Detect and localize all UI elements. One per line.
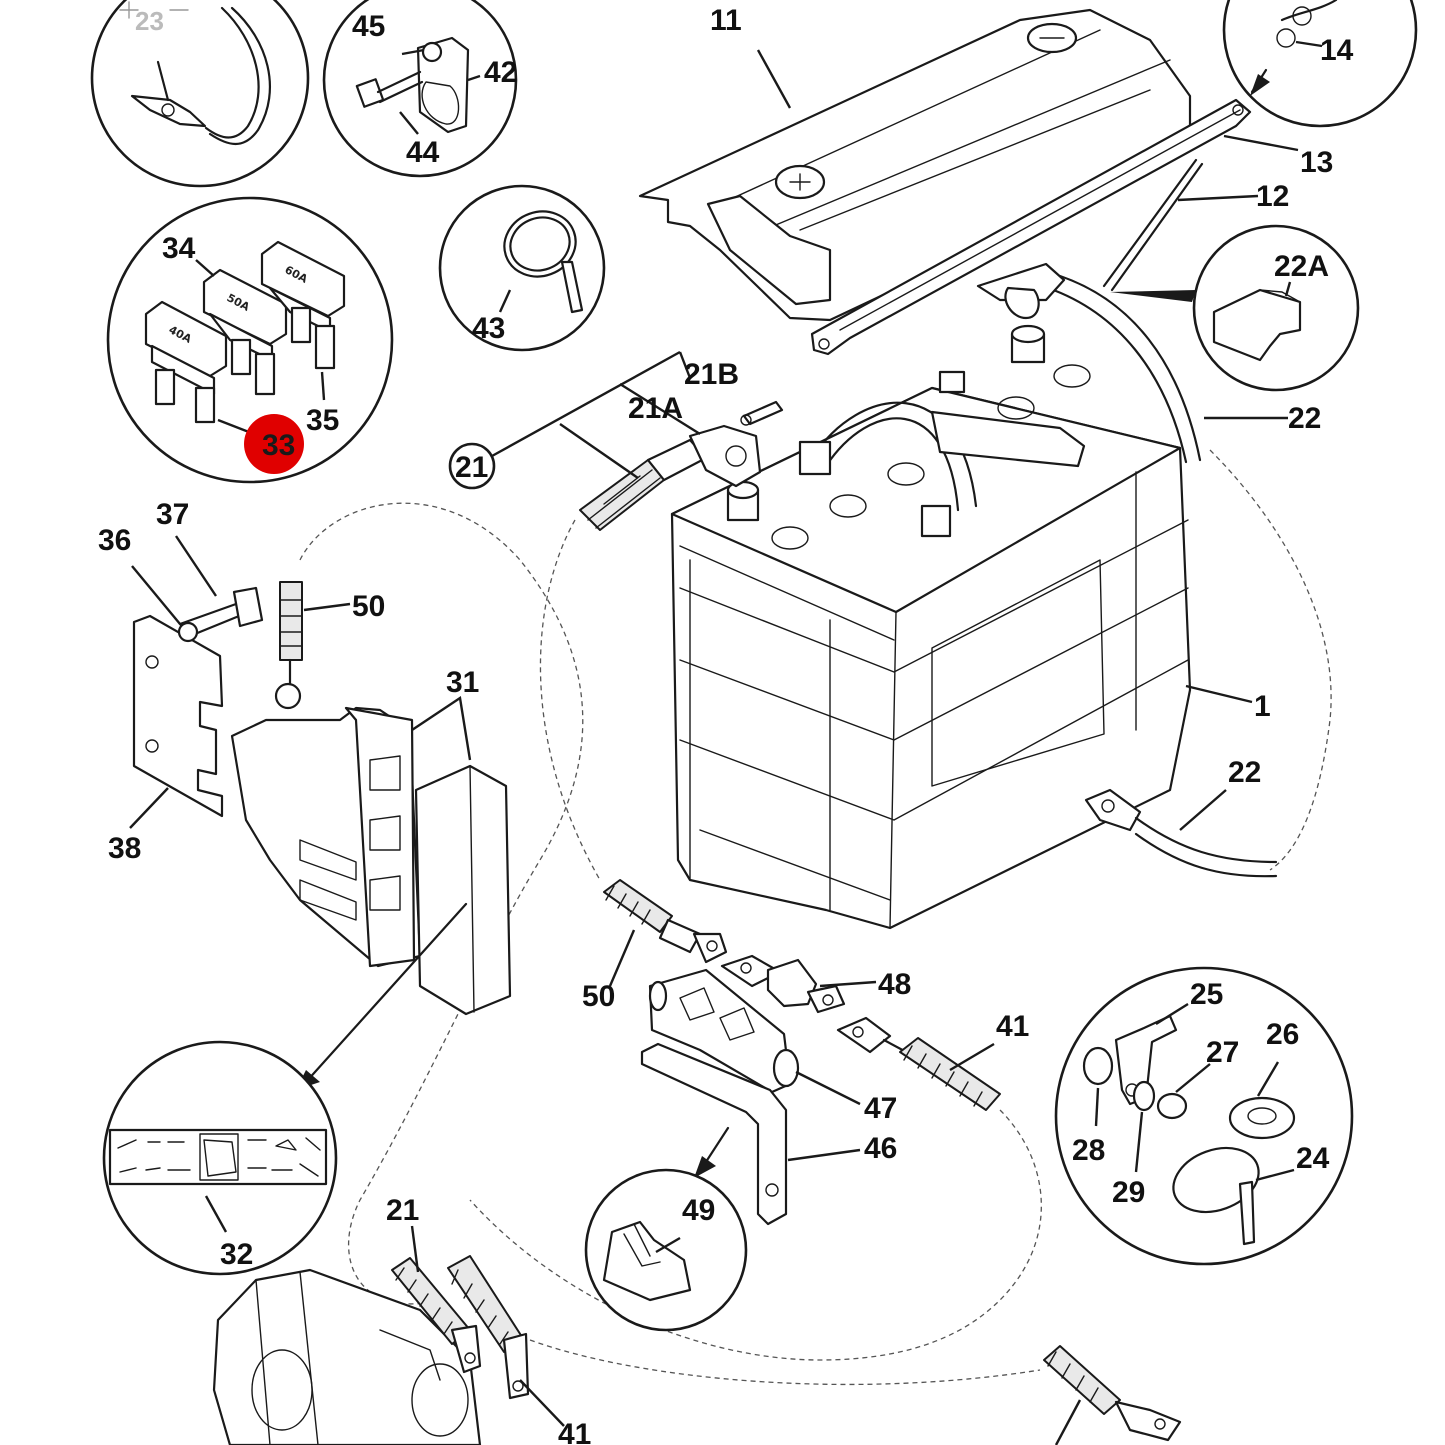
callout-27: 27 bbox=[1206, 1036, 1239, 1069]
cable-end-bottom-right bbox=[1043, 1345, 1182, 1445]
callout-21-bottom: 21 bbox=[386, 1194, 419, 1227]
cable-end-50-top: 50 bbox=[274, 581, 385, 710]
connector-47: 47 bbox=[648, 968, 897, 1125]
callout-21a: 21A bbox=[628, 392, 683, 425]
callout-46: 46 bbox=[864, 1132, 897, 1165]
callout-49: 49 bbox=[682, 1194, 715, 1227]
fuse-link-48: 48 bbox=[720, 954, 911, 1014]
callout-43: 43 bbox=[472, 312, 505, 345]
callout-1: 1 bbox=[1254, 690, 1271, 723]
fuse-40a: 40A bbox=[144, 300, 228, 424]
callout-24: 24 bbox=[1296, 1142, 1330, 1175]
callout-35: 35 bbox=[306, 404, 339, 437]
callout-14: 14 bbox=[1320, 34, 1354, 67]
callout-41-bottom: 41 bbox=[558, 1418, 591, 1445]
callout-42: 42 bbox=[484, 56, 517, 89]
callout-11: 11 bbox=[710, 4, 742, 37]
cable-50-middle: 50 bbox=[582, 879, 728, 1013]
callout-38: 38 bbox=[108, 832, 141, 865]
callout-12: 12 bbox=[1256, 180, 1289, 213]
callout-45: 45 bbox=[352, 10, 385, 43]
detail-circle-24-29: 25 26 27 28 29 24 bbox=[1054, 966, 1354, 1266]
callout-22-top: 22 bbox=[1288, 402, 1321, 435]
callout-34: 34 bbox=[162, 232, 196, 265]
mounting-bracket-46: 46 bbox=[640, 1042, 897, 1226]
cable-22-positive: 22 bbox=[976, 262, 1321, 464]
callout-37: 37 bbox=[156, 498, 189, 531]
battery-clamp: 12 13 bbox=[810, 98, 1333, 356]
callout-36: 36 bbox=[98, 524, 131, 557]
terminal-21: 21 21A 21B bbox=[448, 350, 784, 531]
fuse-60a: 60A bbox=[260, 240, 346, 370]
callout-28: 28 bbox=[1072, 1134, 1105, 1167]
battery: 1 bbox=[670, 324, 1271, 930]
fuse-box-31: 31 bbox=[230, 666, 512, 1090]
fuse-50a: 50A bbox=[202, 268, 288, 396]
zoom-glyphs bbox=[119, 1, 189, 19]
cable-22-ground: 22 bbox=[1084, 756, 1278, 878]
callout-50-mid: 50 bbox=[582, 980, 615, 1013]
detail-circle-23: 23 bbox=[90, 0, 310, 188]
callout-44: 44 bbox=[406, 136, 440, 169]
detail-circle-42: 45 42 44 bbox=[322, 0, 517, 178]
detail-circle-32: 32 bbox=[102, 1040, 338, 1276]
cable-41-middle: 41 bbox=[836, 1010, 1029, 1111]
callout-23: 23 bbox=[135, 6, 164, 36]
callout-13: 13 bbox=[1300, 146, 1333, 179]
detail-circle-43: 43 bbox=[438, 184, 606, 352]
callout-29: 29 bbox=[1112, 1176, 1145, 1209]
callout-21: 21 bbox=[455, 451, 488, 484]
detail-circle-49: 49 bbox=[584, 1168, 748, 1332]
callout-41-mid: 41 bbox=[996, 1010, 1029, 1043]
callout-47: 47 bbox=[864, 1092, 897, 1125]
callout-21b: 21B bbox=[684, 358, 739, 391]
bracket-plate-38: 36 37 38 bbox=[98, 498, 264, 865]
detail-circle-14: 14 bbox=[1222, 0, 1418, 128]
callout-25: 25 bbox=[1190, 978, 1223, 1011]
callout-22a: 22A bbox=[1274, 250, 1329, 283]
battery-cover: 11 bbox=[638, 4, 1192, 322]
callout-50-top: 50 bbox=[352, 590, 385, 623]
starter-motor: 21 41 bbox=[212, 1194, 591, 1445]
callout-32: 32 bbox=[220, 1238, 253, 1271]
detail-circle-fuses: 40A 50A 60A 34 35 33 bbox=[106, 196, 394, 484]
highlight-marker-33 bbox=[244, 414, 304, 474]
callout-26: 26 bbox=[1266, 1018, 1299, 1051]
cable-routes bbox=[299, 449, 1332, 1386]
callout-22-bottom: 22 bbox=[1228, 756, 1261, 789]
callout-33: 33 bbox=[262, 429, 295, 462]
detail-circle-22a: 22A bbox=[1110, 224, 1360, 392]
callout-48: 48 bbox=[878, 968, 911, 1001]
callout-31: 31 bbox=[446, 666, 479, 699]
